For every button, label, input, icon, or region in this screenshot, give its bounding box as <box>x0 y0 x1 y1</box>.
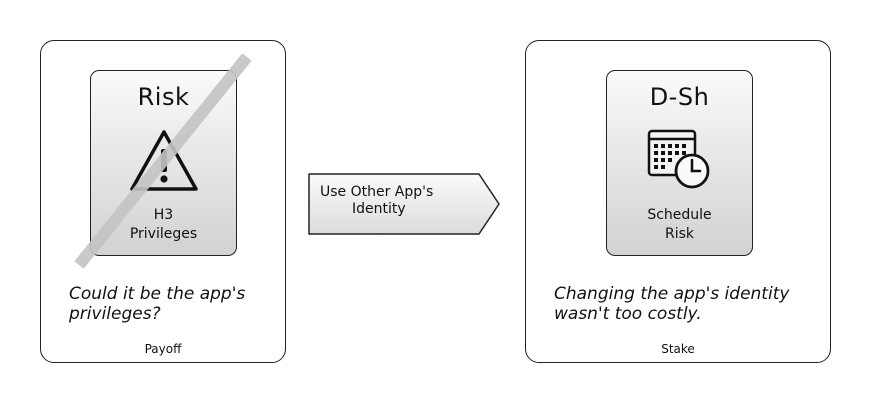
payoff-footer: Payoff <box>144 342 182 356</box>
dsh-tile-label: Schedule Risk <box>607 206 752 244</box>
risk-tile-label-line2: Privileges <box>129 226 198 242</box>
stake-caption-line1: Changing the app's identity <box>554 284 790 304</box>
arrow-label-line2: Identity <box>352 201 406 217</box>
transition-arrow <box>308 173 500 235</box>
warning-triangle-icon <box>130 130 198 191</box>
payoff-card: Risk H3 Privileges Could it be the app's… <box>40 40 286 363</box>
stake-caption-line2: wasn't too costly. <box>554 304 702 324</box>
dsh-tile-label-line2: Risk <box>664 226 695 242</box>
stake-card: D-Sh Schedule Risk Changing the app's id… <box>525 40 831 363</box>
risk-tile-title: Risk <box>137 83 190 111</box>
payoff-caption-line2: privileges? <box>69 304 161 324</box>
calendar-clock-icon <box>647 129 710 189</box>
arrow-label: Use Other App's Identity <box>320 184 433 218</box>
risk-tile-label-line1: H3 <box>153 207 174 223</box>
dsh-tile: D-Sh Schedule Risk <box>606 70 753 256</box>
risk-tile-label: H3 Privileges <box>91 206 236 244</box>
stake-footer: Stake <box>661 342 695 356</box>
arrow-label-line1: Use Other App's <box>320 184 434 200</box>
dsh-tile-label-line1: Schedule <box>647 207 712 223</box>
dsh-tile-title: D-Sh <box>649 83 710 111</box>
stake-caption: Changing the app's identity wasn't too c… <box>554 284 789 324</box>
risk-tile: Risk H3 Privileges <box>90 70 237 256</box>
payoff-caption-line1: Could it be the app's <box>69 284 246 304</box>
payoff-caption: Could it be the app's privileges? <box>69 284 245 324</box>
